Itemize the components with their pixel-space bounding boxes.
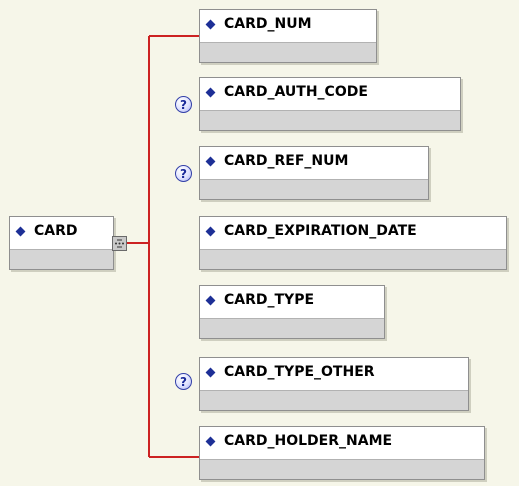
diamond-icon [205,19,216,29]
child-node[interactable]: CARD_REF_NUM [199,146,429,200]
optional-question-icon: ? [175,373,192,390]
child-node[interactable]: CARD_TYPE [199,285,385,339]
child-label: CARD_TYPE [224,292,315,308]
child-node[interactable]: CARD_TYPE_OTHER [199,357,469,411]
child-node[interactable]: CARD_NUM [199,9,377,63]
sequence-compositor-icon[interactable] [112,236,127,251]
child-label: CARD_NUM [224,16,312,32]
child-node[interactable]: CARD_EXPIRATION_DATE [199,216,507,270]
diamond-icon [205,436,216,446]
child-label: CARD_TYPE_OTHER [224,364,375,380]
root-label: CARD [34,223,78,239]
diamond-icon [205,87,216,97]
child-node[interactable]: CARD_AUTH_CODE [199,77,461,131]
diamond-icon [205,367,216,377]
child-label: CARD_EXPIRATION_DATE [224,223,417,239]
child-node[interactable]: CARD_HOLDER_NAME [199,426,485,480]
child-label: CARD_AUTH_CODE [224,84,368,100]
diamond-icon [205,295,216,305]
root-node[interactable]: CARD [9,216,114,270]
child-label: CARD_HOLDER_NAME [224,433,393,449]
optional-question-icon: ? [175,165,192,182]
diamond-icon [15,226,26,236]
diamond-icon [205,226,216,236]
child-label: CARD_REF_NUM [224,153,349,169]
optional-question-icon: ? [175,96,192,113]
diamond-icon [205,156,216,166]
